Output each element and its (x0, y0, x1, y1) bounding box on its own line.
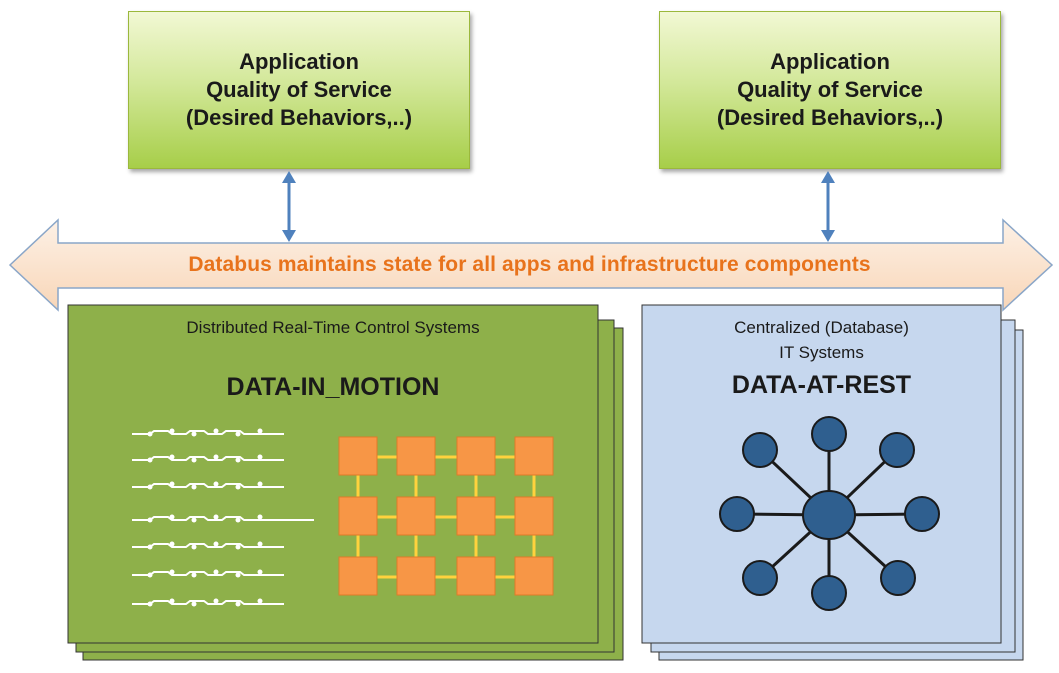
databus-label: Databus maintains state for all apps and… (188, 253, 871, 276)
qos-right-line3: (Desired Behaviors,..) (716, 105, 944, 130)
qos-left-line3: (Desired Behaviors,..) (185, 105, 413, 130)
connector-right (821, 171, 835, 242)
qos-box-right: Application Quality of Service (Desired … (659, 11, 1001, 169)
qos-left-line2: Quality of Service (206, 77, 392, 102)
it-systems-subtitle-line1: Centralized (Database) (734, 318, 909, 337)
it-systems-subtitle-line2: IT Systems (779, 343, 864, 362)
databus-arrow (8, 218, 1054, 312)
control-page-front (67, 304, 599, 644)
qos-right-line1: Application (770, 49, 890, 74)
qos-right-line2: Quality of Service (737, 77, 923, 102)
qos-box-left: Application Quality of Service (Desired … (128, 11, 470, 169)
data-at-rest-title: DATA-AT-REST (731, 371, 912, 399)
hub-spoke-network (719, 416, 940, 611)
connector-left (282, 171, 296, 242)
control-grid (338, 436, 554, 596)
control-systems-subtitle: Distributed Real-Time Control Systems (186, 318, 480, 337)
data-in-motion-title: DATA-IN_MOTION (226, 373, 440, 401)
signal-lines (132, 428, 314, 607)
qos-left-line1: Application (239, 49, 359, 74)
